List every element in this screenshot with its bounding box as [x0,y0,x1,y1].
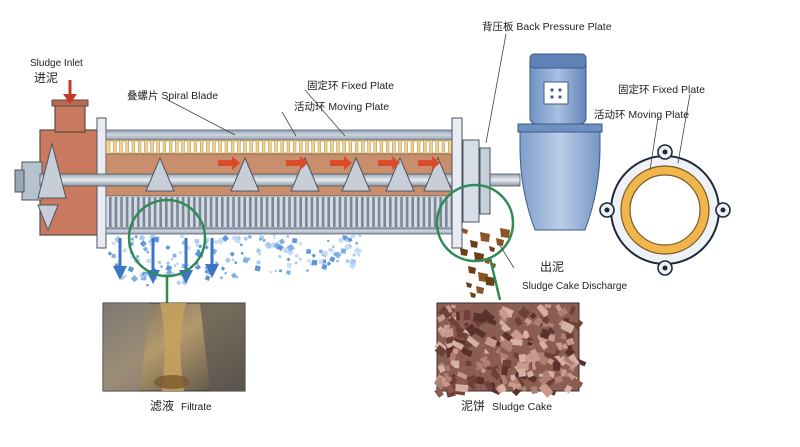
filtrate-down-arrow-icon [179,238,193,284]
filtrate-photo [102,302,246,392]
filtrate-magnifier [127,198,207,303]
filtrate-down-arrow-icon [205,238,219,278]
drive-motor [517,53,603,231]
label-moving-plate-top: 活动环 Moving Plate [294,101,389,113]
label-filtrate-en: Filtrate [181,402,212,413]
label-back-pressure-plate: 背压板 Back Pressure Plate [482,20,612,33]
sludge-chunks [460,228,510,298]
label-cake-cn: 泥饼 [461,399,485,413]
fixed-plate-teeth [109,140,449,154]
ring-cross-section [599,144,731,276]
filtrate-drops [107,234,363,287]
inlet-arrow-icon [63,80,77,104]
spiral-blades [37,142,453,232]
label-sludge-inlet-en: Sludge Inlet [30,58,83,69]
label-leaders [165,33,691,269]
label-fixed-plate-right: 固定环 Fixed Plate [618,83,705,96]
label-discharge-cn: 出泥 [540,260,564,274]
label-cake-en: Sludge Cake [492,401,552,413]
label-moving-plate-right: 活动环 Moving Plate [594,109,689,121]
label-spiral-blade: 叠螺片 Spiral Blade [127,89,218,102]
label-fixed-plate-top: 固定环 Fixed Plate [307,79,394,92]
moving-plate-grid [105,195,455,229]
label-filtrate-cn: 滤液 [150,398,174,413]
back-pressure-plate [451,117,491,249]
text-labels: Sludge Inlet 进泥 叠螺片 Spiral Blade 固定环 Fix… [30,20,705,413]
flow-arrows [218,156,440,170]
cake-magnifier [435,183,515,301]
label-discharge-en: Sludge Cake Discharge [522,281,627,292]
filtrate-down-arrow-icon [113,238,127,280]
label-sludge-inlet-cn: 进泥 [34,71,58,85]
sludge-cake-photo [433,302,587,398]
filtrate-arrows [113,238,219,284]
